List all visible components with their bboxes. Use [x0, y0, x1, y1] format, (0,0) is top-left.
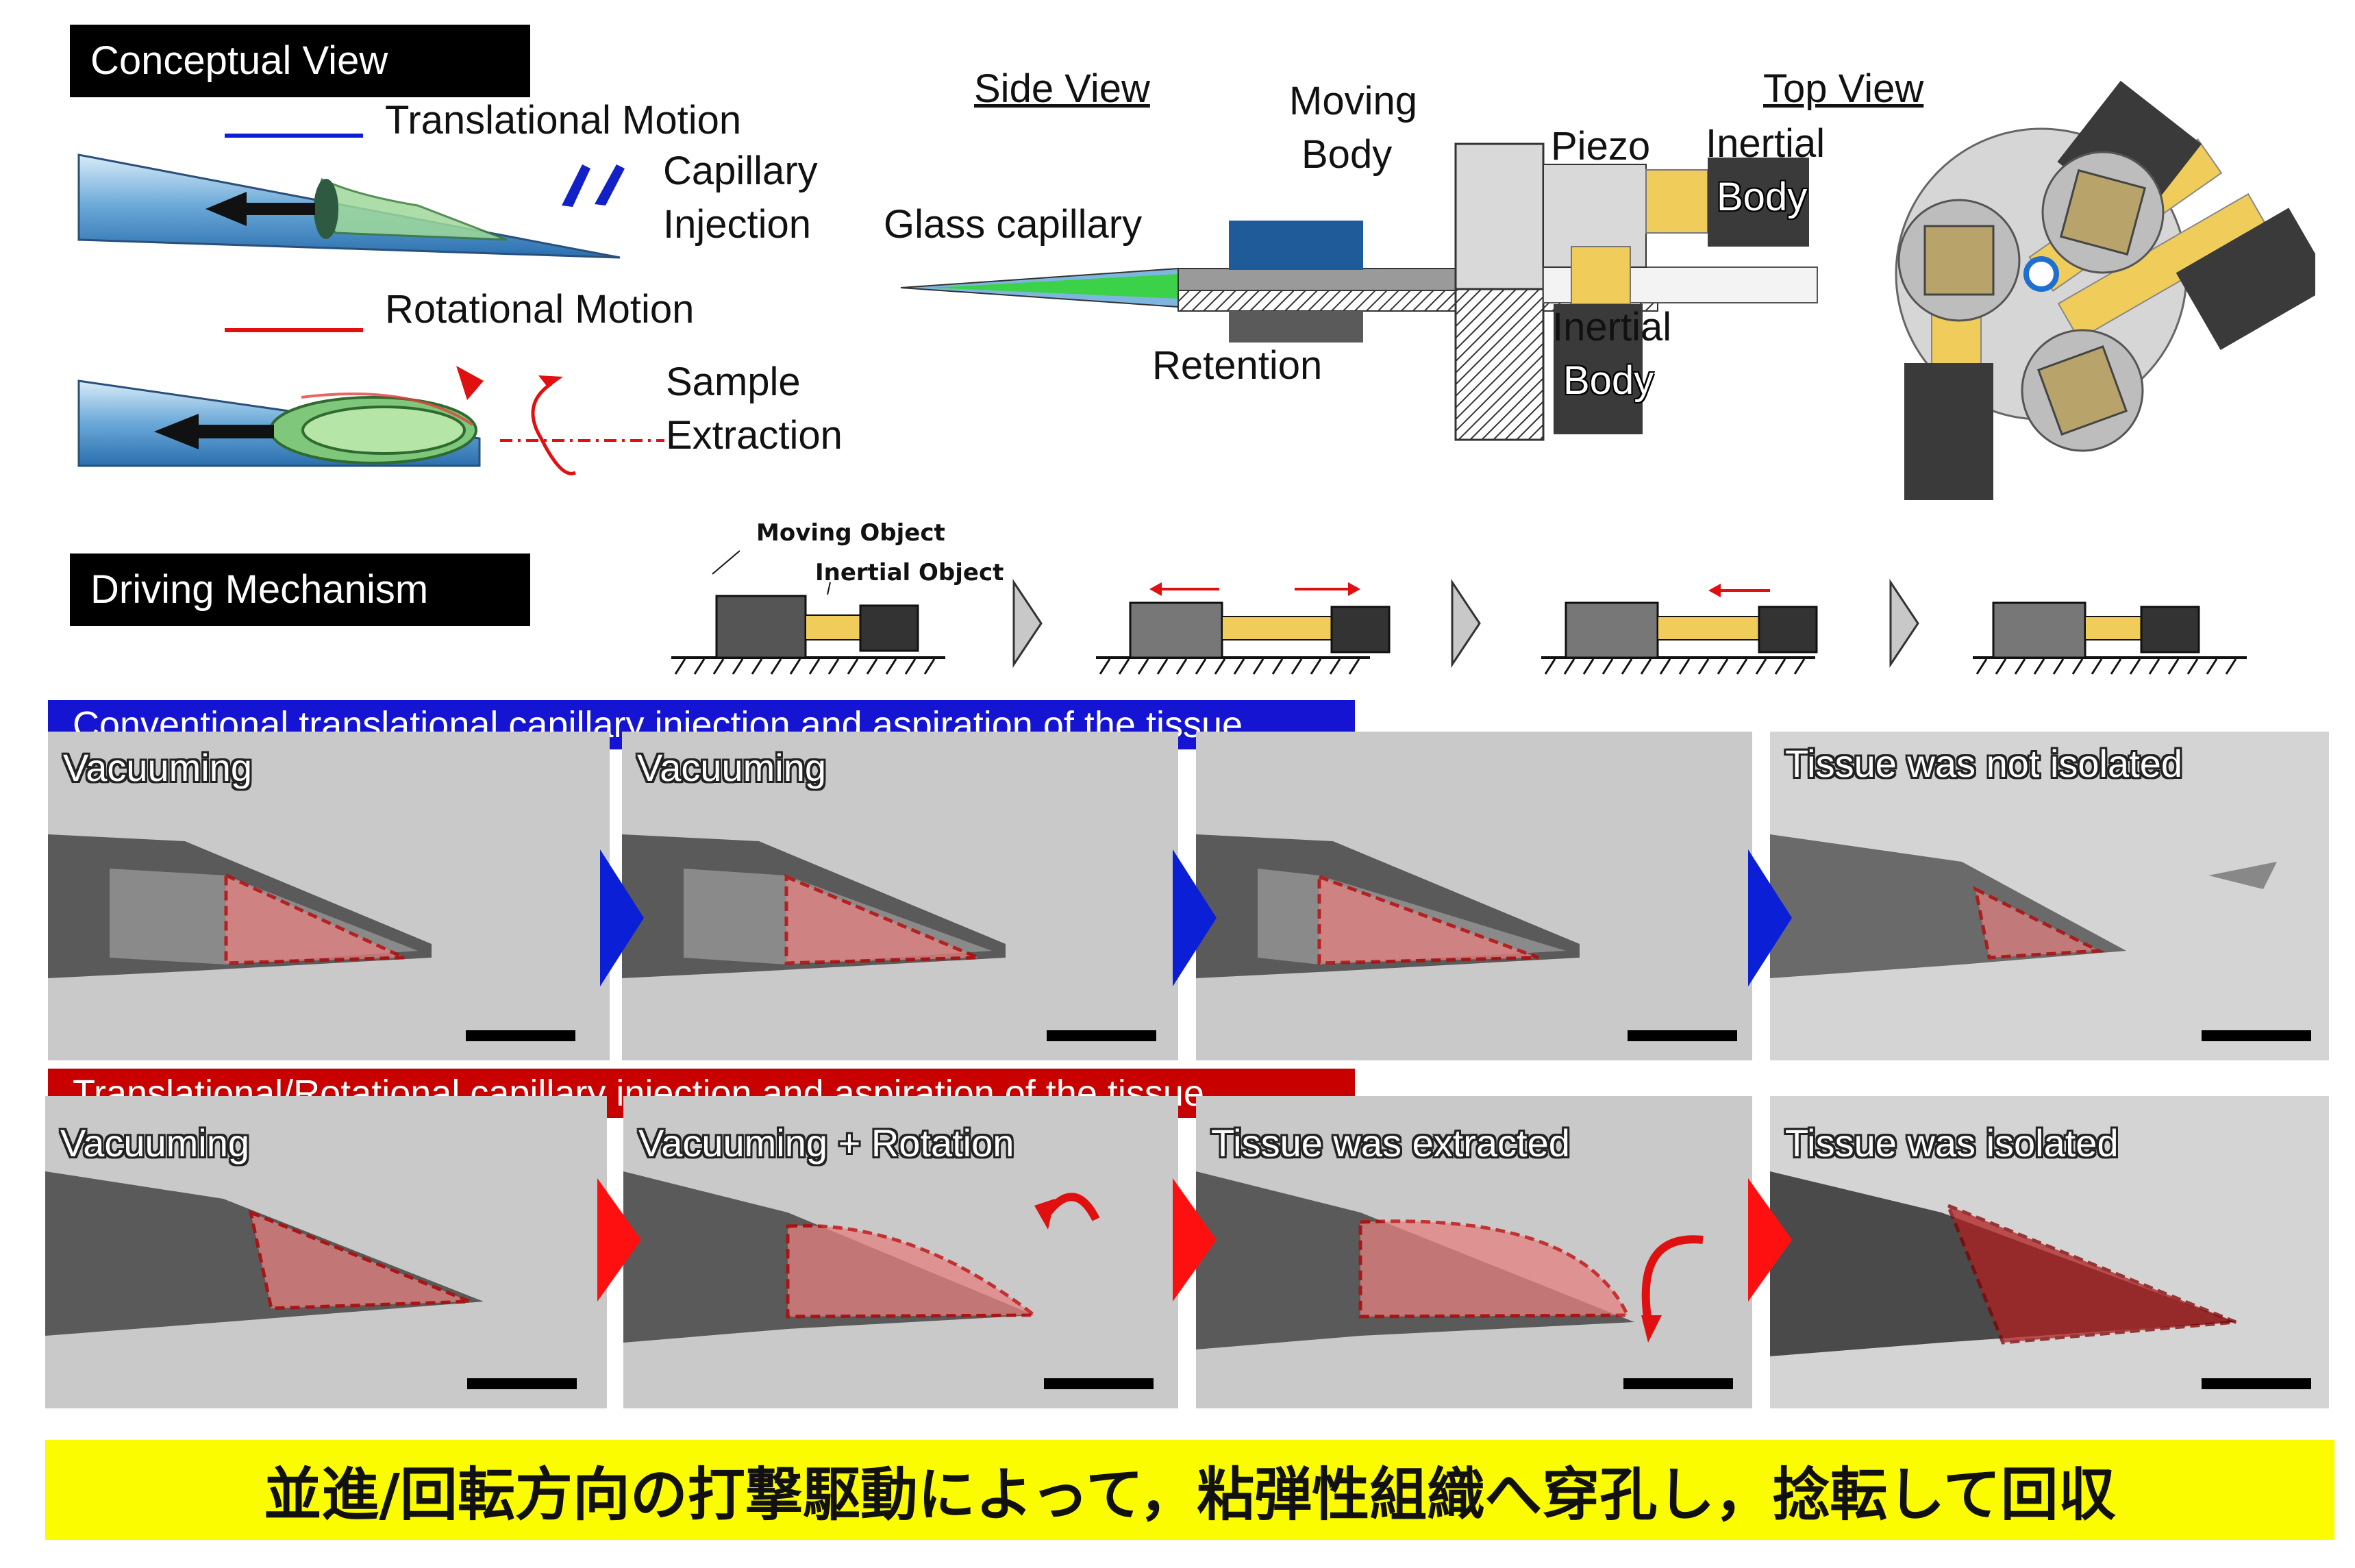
row1-caption-2: Vacuuming: [637, 746, 827, 789]
injection-label: Injection: [663, 202, 812, 247]
row1-caption-4: Tissue was not isolated: [1785, 742, 2182, 785]
retention-label: Retention: [1152, 343, 1323, 388]
scale-bar: [1623, 1378, 1733, 1389]
row1-panel-3: [1196, 732, 1752, 1060]
scale-bar: [466, 1030, 575, 1041]
moving-body-block: [1229, 221, 1363, 270]
row2-caption-1: Vacuuming: [60, 1121, 250, 1165]
capillary-label: Capillary: [663, 149, 818, 193]
extraction-label: Extraction: [666, 413, 843, 458]
row1-caption-1: Vacuuming: [63, 746, 253, 789]
piezo-label: Piezo: [1551, 124, 1651, 169]
moving-body-label-2: Body: [1301, 132, 1393, 177]
row2-step-arrows: [597, 1178, 1792, 1302]
drive-step-arrow-2: [1451, 579, 1481, 668]
inertial-body-upper: [1708, 158, 1809, 247]
row1-arrow-1: [600, 849, 644, 986]
left-arrow-lower: [154, 414, 274, 449]
drive-step-arrow-3: [1889, 579, 1919, 668]
moving-body-label-1: Moving: [1289, 79, 1417, 123]
row2-arrow-1: [597, 1178, 641, 1302]
translational-motion-label: Translational Motion: [385, 98, 742, 142]
inertial-body-upper-label-2: Body: [1717, 175, 1808, 219]
top-view-inertial-body-bottom: [1904, 363, 1993, 500]
row1-step-arrows: [600, 849, 1792, 986]
drive-step-2: [1095, 582, 1391, 675]
rotation-arrow: [531, 382, 577, 475]
row2-caption-4: Tissue was isolated: [1785, 1121, 2119, 1165]
row1-arrow-3: [1748, 849, 1792, 986]
driving-mechanism-diagram: [671, 550, 2248, 675]
top-view-diagram: [1895, 80, 2315, 500]
drive-step-arrow-1: [1012, 579, 1043, 668]
row2-arrow-3: [1748, 1178, 1792, 1302]
frame-lower: [1454, 288, 1545, 441]
sample-label: Sample: [666, 360, 801, 404]
driving-mechanism-tag: Driving Mechanism: [70, 553, 530, 626]
drive-step-3: [1540, 584, 1818, 675]
piezo-vertical: [1571, 246, 1631, 305]
scale-bar: [1044, 1378, 1154, 1389]
capillary-injection-marks: [562, 164, 625, 207]
row2-panel-4: Tissue was isolated: [1770, 1096, 2329, 1408]
inertial-body-upper-label-1: Inertial: [1706, 121, 1826, 166]
scale-bar: [1628, 1030, 1737, 1041]
piezo-horizontal: [1645, 169, 1708, 234]
scale-bar: [1047, 1030, 1156, 1041]
conceptual-diagram: [77, 134, 664, 475]
row2-caption-2: Vacuuming + Rotation: [638, 1121, 1014, 1165]
conceptual-view-tag: Conceptual View: [70, 25, 530, 97]
scale-bar: [2202, 1030, 2311, 1041]
inertial-body-lower: [1554, 304, 1643, 434]
side-view-title: Side View: [974, 66, 1150, 111]
row2-panel-2: Vacuuming + Rotation: [623, 1096, 1178, 1408]
glass-capillary-label: Glass capillary: [884, 202, 1143, 247]
top-view-title: Top View: [1763, 66, 1924, 111]
moving-object-label: Moving Object: [756, 519, 945, 547]
row2-caption-3: Tissue was extracted: [1211, 1121, 1570, 1165]
drive-step-1: [671, 550, 947, 675]
drive-step-4: [1971, 601, 2248, 675]
row2-arrow-2: [1173, 1178, 1217, 1302]
inertial-object-label: Inertial Object: [815, 559, 1004, 586]
row2-panel-1: Vacuuming: [45, 1096, 607, 1408]
scale-bar: [2202, 1378, 2311, 1389]
left-arrow-upper: [205, 192, 315, 226]
center-hole: [2023, 256, 2059, 292]
row1-panel-1: Vacuuming: [48, 732, 610, 1060]
frame-upper: [1454, 142, 1545, 290]
summary-footer: 並進/回転方向の打撃駆動によって，粘弾性組織へ穿孔し，捻転して回収: [45, 1440, 2334, 1540]
row1-panel-2: Vacuuming: [622, 732, 1178, 1060]
row2-panel-3: Tissue was extracted: [1196, 1096, 1752, 1408]
rotation-impact-mark: [456, 366, 484, 400]
rotational-motion-label: Rotational Motion: [385, 287, 695, 332]
inertial-body-lower-label-2: Body: [1563, 358, 1654, 403]
inertial-body-lower-label-1: Inertial: [1552, 305, 1672, 349]
scale-bar: [467, 1378, 577, 1389]
row1-panel-4: Tissue was not isolated: [1770, 732, 2329, 1060]
summary-text: 並進/回転方向の打撃駆動によって，粘弾性組織へ穿孔し，捻転して回収: [264, 1460, 2116, 1528]
retention-block: [1229, 311, 1363, 343]
side-view-diagram: [900, 142, 1818, 441]
row1-arrow-2: [1173, 849, 1217, 986]
